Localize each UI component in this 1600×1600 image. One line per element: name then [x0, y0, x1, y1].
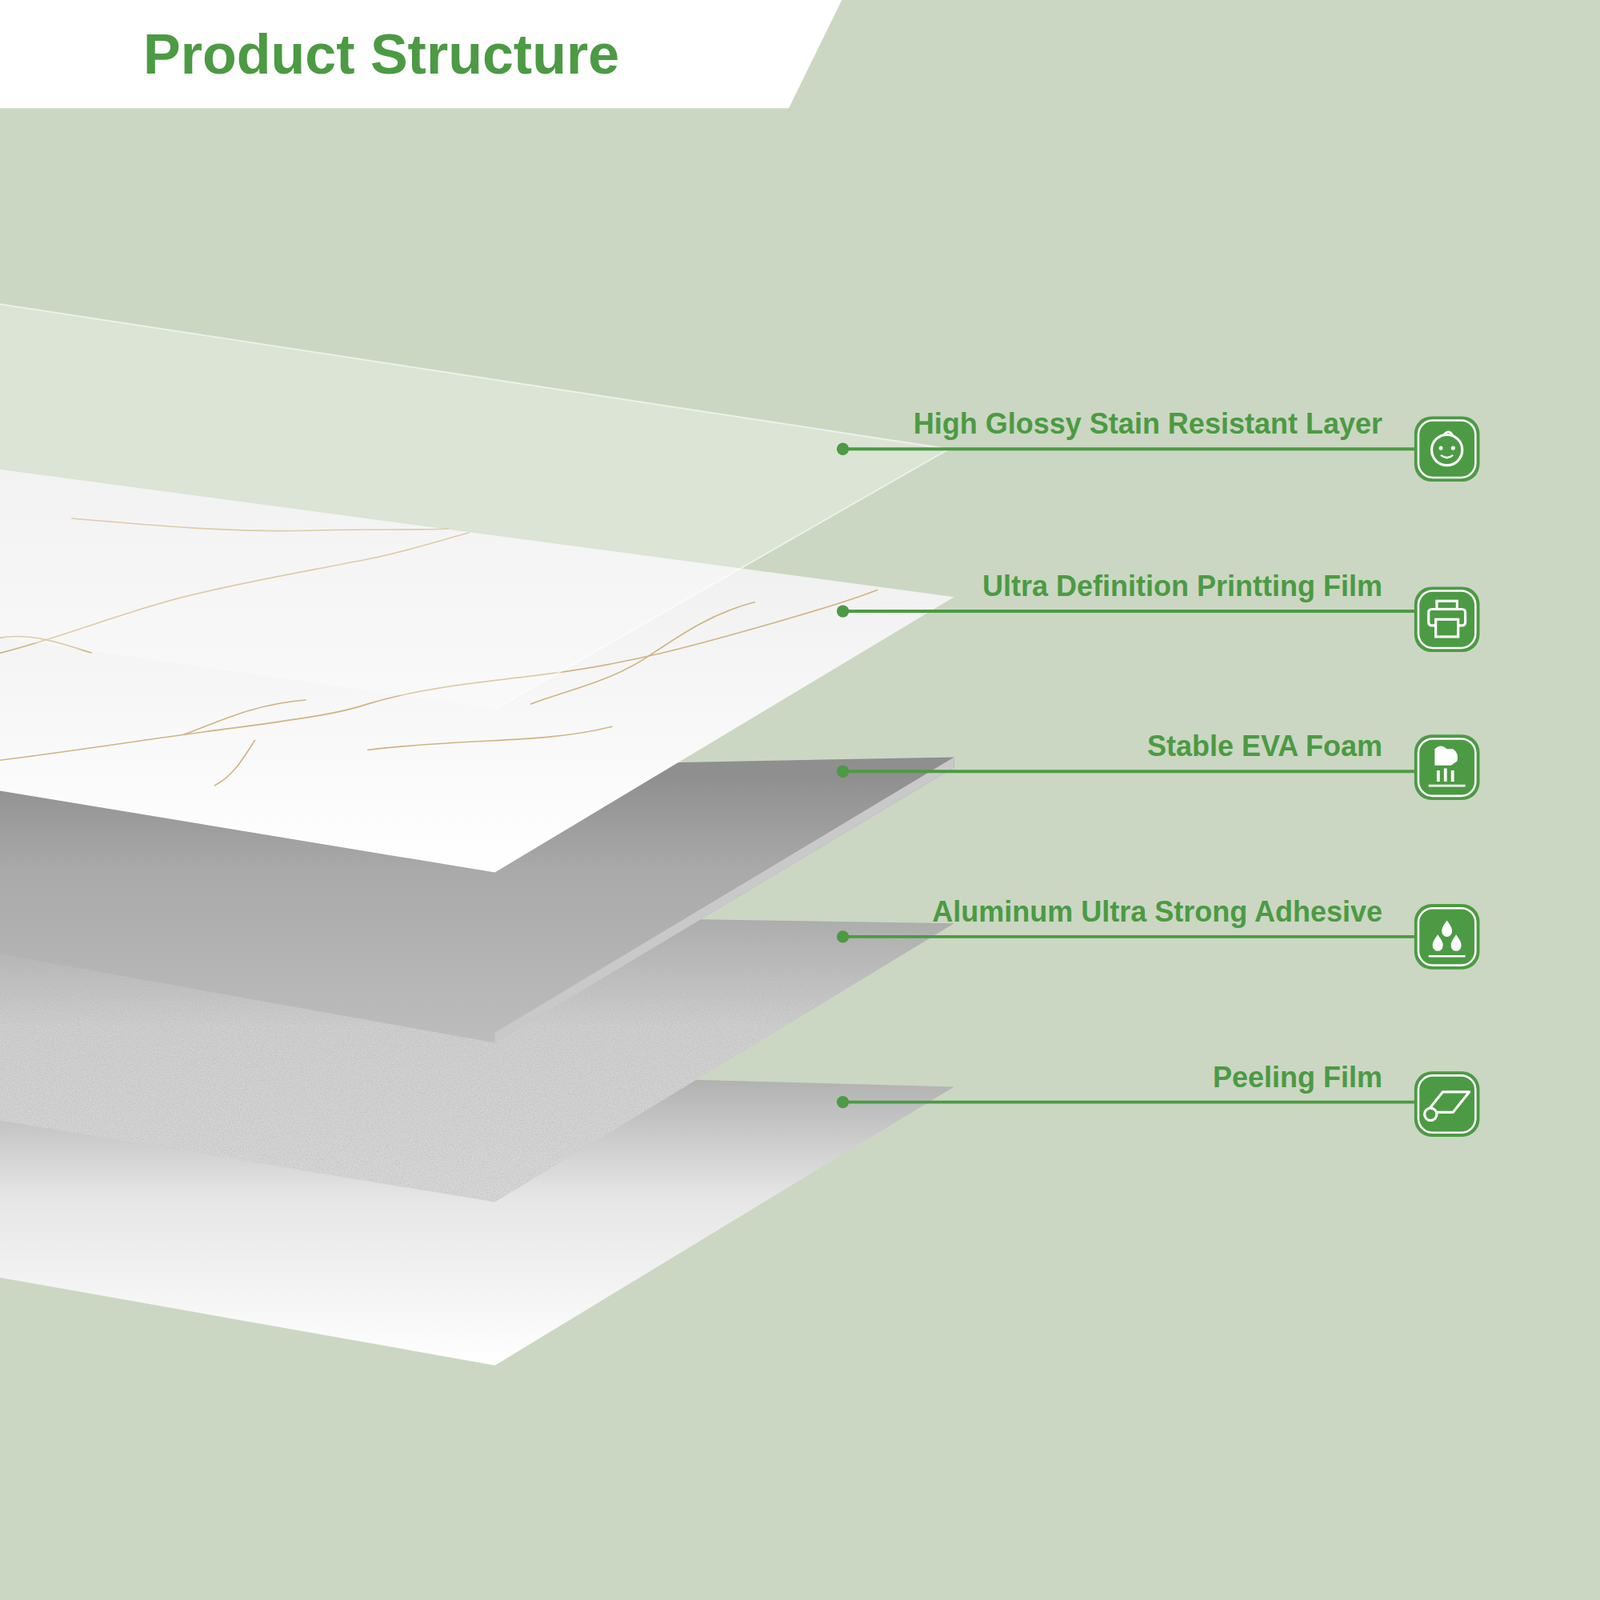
glossy-layer-edge — [0, 304, 949, 709]
layer-label: Peeling Film — [1212, 1060, 1383, 1095]
layer-label: Aluminum Ultra Strong Adhesive — [932, 895, 1383, 929]
icon-roll — [1414, 1071, 1480, 1137]
layer-label: High Glossy Stain Resistant Layer — [913, 407, 1383, 441]
icon-foam — [1414, 734, 1480, 800]
glossy-layer — [0, 304, 949, 709]
icon-drops — [1414, 904, 1480, 970]
leader-lines — [836, 443, 1415, 1109]
title: Product Structure — [143, 20, 620, 88]
layer-label: Stable EVA Foam — [1147, 729, 1383, 764]
title-banner — [0, 0, 842, 108]
icon-face — [1414, 416, 1480, 482]
icon-printer — [1414, 586, 1480, 652]
layer-label: Ultra Definition Printting Film — [982, 569, 1383, 604]
